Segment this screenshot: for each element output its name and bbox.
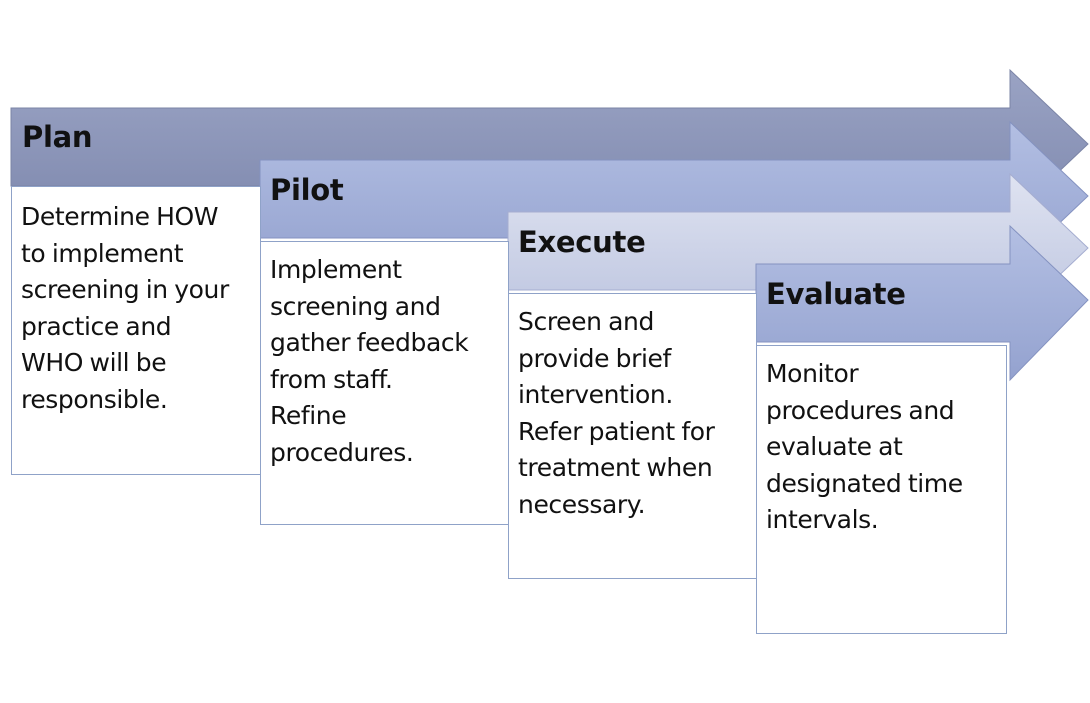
plan-description-line: WHO will be — [21, 348, 167, 377]
pilot-description-line: gather feedback — [270, 328, 469, 357]
pilot-description-line: procedures. — [270, 437, 414, 467]
execute-description-line: provide brief — [518, 343, 671, 373]
pilot-description-line: from staff. — [270, 364, 393, 394]
execute-description-line: intervention. — [518, 380, 673, 409]
plan-description-line: Determine HOW — [21, 202, 219, 231]
plan-description-line: practice and — [21, 311, 172, 341]
execute-title: Execute — [518, 225, 646, 259]
pilot-description-line: screening and — [270, 291, 441, 321]
execute-description-line: treatment when — [518, 453, 713, 482]
evaluate-description-line: intervals. — [766, 505, 879, 534]
execute-description-line: necessary. — [518, 489, 646, 519]
evaluate-description-line: designated time — [766, 468, 963, 498]
evaluate-description-box: Monitor procedures and evaluate at desig… — [756, 345, 1007, 634]
pilot-title: Pilot — [270, 173, 344, 207]
evaluate-description-line: procedures and — [766, 395, 955, 425]
pilot-description-line: Implement — [270, 255, 402, 284]
plan-description-line: to implement — [21, 238, 184, 268]
plan-description-line: screening in your — [21, 275, 229, 304]
pilot-description-box: Implement screening and gather feedback … — [260, 241, 509, 525]
plan-description-line: responsible. — [21, 384, 168, 414]
execute-description-line: Screen and — [518, 307, 654, 336]
evaluate-description-line: Monitor — [766, 359, 859, 388]
execute-description-line: Refer patient for — [518, 416, 715, 446]
evaluate-title: Evaluate — [766, 277, 906, 311]
evaluate-arrow — [755, 224, 1089, 382]
plan-description-box: Determine HOW to implement screening in … — [11, 186, 261, 475]
execute-description-box: Screen and provide brief intervention. R… — [508, 293, 757, 579]
plan-title: Plan — [22, 120, 93, 154]
pilot-description-line: Refine — [270, 401, 347, 430]
evaluate-description-line: evaluate at — [766, 432, 903, 461]
